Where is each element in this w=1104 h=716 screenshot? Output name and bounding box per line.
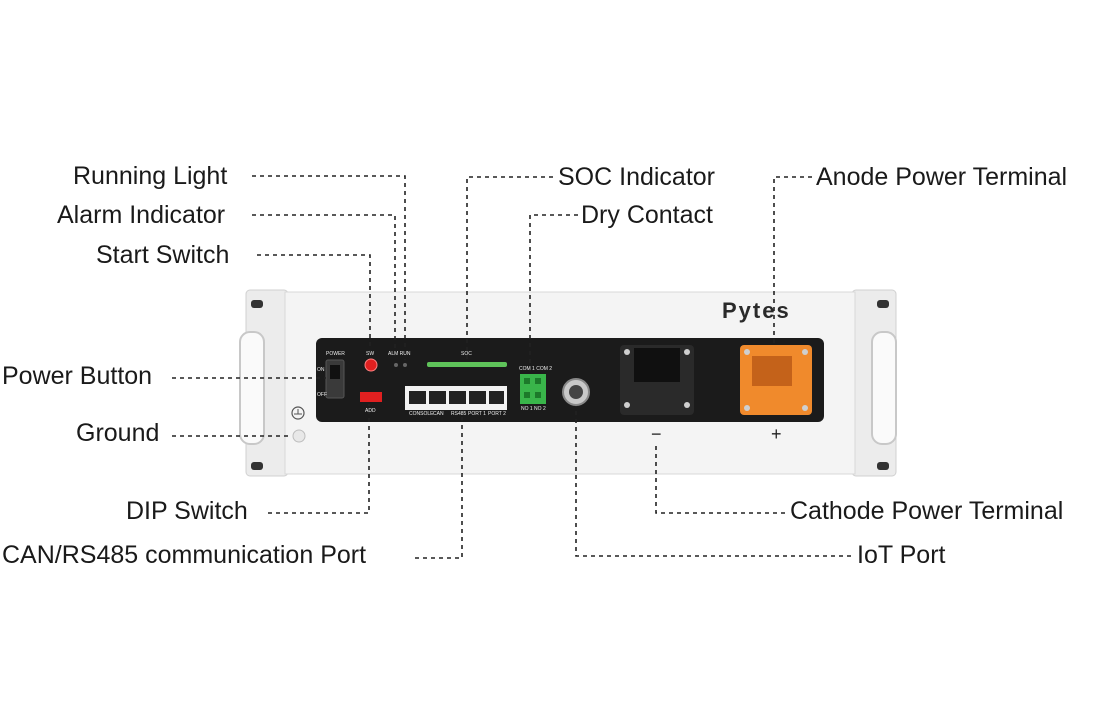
label-soc-indicator: SOC Indicator [558, 163, 716, 191]
soc-bar [427, 362, 507, 367]
can-port[interactable] [429, 391, 446, 404]
label-start-switch: Start Switch [96, 241, 230, 269]
port2[interactable] [489, 391, 504, 404]
label-iot-port: IoT Port [857, 541, 946, 569]
leader-cathode [655, 445, 785, 514]
label-can-rs485-port: CAN/RS485 communication Port [2, 541, 367, 569]
label-ground: Ground [76, 419, 160, 447]
label-power-button: Power Button [2, 362, 153, 390]
right-handle [871, 331, 897, 445]
panel-off-label: OFF [317, 392, 327, 398]
leader-dip-switch [268, 404, 370, 514]
panel-port-label-console: CONSOLE [409, 411, 434, 417]
start-switch[interactable] [364, 358, 378, 372]
panel-sw-label: SW [366, 351, 375, 357]
ground-symbol [291, 406, 305, 420]
run-led [403, 363, 407, 367]
mount-hole [877, 300, 889, 308]
label-cathode-power-terminal: Cathode Power Terminal [790, 497, 1064, 525]
panel-dry-top-label: COM 1 COM 2 [519, 366, 553, 372]
panel-dry-bottom-label: NO 1 NO 2 [521, 406, 546, 412]
leader-iot [575, 406, 851, 557]
port1[interactable] [469, 391, 486, 404]
panel-add-label: ADD [365, 408, 376, 414]
panel-on-label: ON [317, 367, 325, 373]
brand-logo: Pytes [722, 298, 791, 323]
panel-power-label: POWER [326, 351, 345, 357]
panel-port-label-port1: PORT 1 [468, 411, 486, 417]
cathode-socket [634, 348, 680, 382]
mount-hole [251, 462, 263, 470]
mount-hole [251, 300, 263, 308]
leader-start-switch [257, 254, 371, 358]
iot-port-inner [569, 385, 583, 399]
leader-lines [172, 175, 851, 559]
alarm-led [394, 363, 398, 367]
label-alarm-indicator: Alarm Indicator [57, 201, 226, 229]
minus-mark: − [651, 424, 662, 444]
label-dip-switch: DIP Switch [126, 497, 248, 525]
panel-port-label-rs485: RS485 [451, 411, 467, 417]
panel-port-label-can: CAN [433, 411, 444, 417]
left-handle [239, 331, 265, 445]
label-dry-contact: Dry Contact [581, 201, 713, 229]
console-port[interactable] [409, 391, 426, 404]
anode-socket [752, 356, 792, 386]
leader-running-light [252, 175, 406, 360]
panel-port-label-port2: PORT 2 [488, 411, 506, 417]
dip-switch[interactable] [360, 392, 382, 402]
label-anode-power-terminal: Anode Power Terminal [816, 163, 1068, 191]
plus-mark: + [771, 424, 782, 444]
mount-hole [877, 462, 889, 470]
rs485-port[interactable] [449, 391, 466, 404]
leader-dry-contact [529, 214, 578, 374]
power-rocker [330, 365, 340, 379]
panel-alm-run-label: ALM RUN [388, 351, 411, 357]
leader-can-rs485 [415, 412, 463, 559]
ground-screw [292, 429, 306, 443]
label-running-light: Running Light [73, 162, 228, 190]
leader-soc [466, 176, 553, 360]
dry-contact-terminal[interactable] [520, 374, 546, 404]
panel-soc-label: SOC [461, 351, 472, 357]
